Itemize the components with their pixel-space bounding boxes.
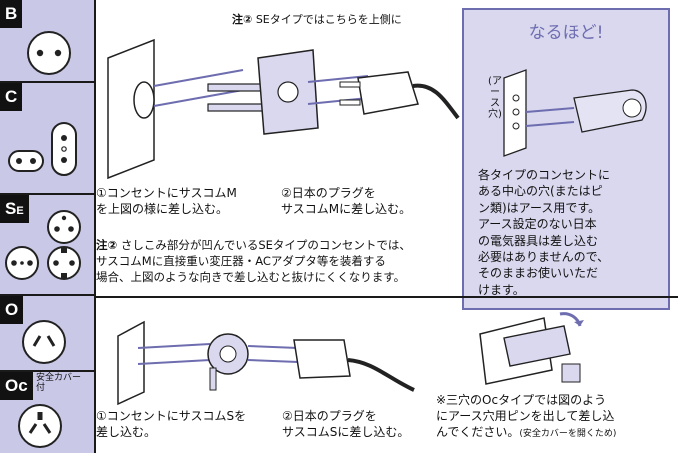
type-tag-c: C [0,83,23,111]
naruhodo-line: 各タイプのコンセントに [478,168,611,182]
bottom-step2-line2: サスコムSに差し込む。 [282,425,410,439]
sidebar-section-se: SE [0,195,94,296]
sidebar-section-o: O [0,296,94,372]
c-type-horizontal-socket-icon [8,150,44,172]
top-note2-line2: サスコムMに直接重い変圧器・ACアダプタ等を装着する [96,254,386,268]
oc-note-line1: ※三穴のOcタイプでは図のよう [436,393,607,407]
bottom-step1-line2: 差し込む。 [96,425,157,439]
bottom-step2-line1: ②日本のプラグを [282,409,377,423]
type-tag-b: B [0,0,23,28]
naruhodo-line: ン類)はアース用です。 [478,200,601,215]
o-type-socket-icon [22,320,66,364]
naruhodo-line: そのままお使いいただ [478,266,599,281]
plug-s-illustration [117,320,415,406]
type-tag-oc: Oc [0,372,33,400]
oc-type-socket-icon [18,404,62,448]
top-note-heading: 注② SEタイプではこちらを上側に [232,13,402,26]
se-type-grounded-socket-icon [47,246,81,280]
safety-cover-note: 安全カバー付 [36,373,82,393]
naruhodo-line: ある中心の穴(またはピ [478,184,603,199]
socket-type-sidebar: B C SE [0,0,96,453]
top-note2-line1: 注② さしこみ部分が凹んでいるSEタイプのコンセントでは、 [96,238,411,252]
top-step2-line2: サスコムMに差し込む。 [281,202,412,216]
round-2pin-socket-icon [27,31,71,75]
sidebar-section-c: C [0,83,94,195]
earth-hole-label: (アース穴) [488,76,502,120]
se-type-socket-alt-icon [5,246,39,280]
top-step2-line1: ②日本のプラグを [281,186,376,200]
naruhodo-line: アース設定のない日本 [478,217,597,232]
type-tag-se: SE [0,195,29,223]
bottom-step1-line1: ①コンセントにサスコムSを [96,409,247,423]
earth-pin-illustration [503,69,647,157]
naruhodo-title: なるほど! [528,23,604,43]
type-tag-o: O [0,296,24,324]
c-type-vertical-socket-icon [51,122,77,176]
sidebar-section-oc: Oc 安全カバー付 [0,372,94,453]
sidebar-section-b: B [0,0,94,83]
naruhodo-info-panel: なるほど! (アース穴) 各タイプのコンセントに ある中心の穴(またはピ ン類)… [462,8,670,310]
naruhodo-body-text: 各タイプのコンセントに ある中心の穴(またはピ ン類)はアース用です。 アース設… [478,167,610,298]
se-type-socket-icon [47,210,81,244]
top-note2-line3: 場合、上図のような向きで差し込むと抜けにくくなります。 [96,270,406,284]
plug-m-illustration [107,38,460,180]
section-divider [96,296,678,298]
top-step1-line1: ①コンセントにサスコムM [96,186,237,200]
naruhodo-line: の電気器具は差し込む [478,233,599,248]
oc-note-line2: にアース穴用ピンを出して差し込 [436,409,615,423]
naruhodo-line: 必要はありませんので、 [478,250,610,265]
top-step1-line2: を上図の様に差し込む。 [96,202,229,216]
oc-plug-illustration [479,312,584,385]
oc-note-line3: んでください。(安全カバーを開くため) [436,425,617,439]
naruhodo-line: けます。 [478,282,525,297]
